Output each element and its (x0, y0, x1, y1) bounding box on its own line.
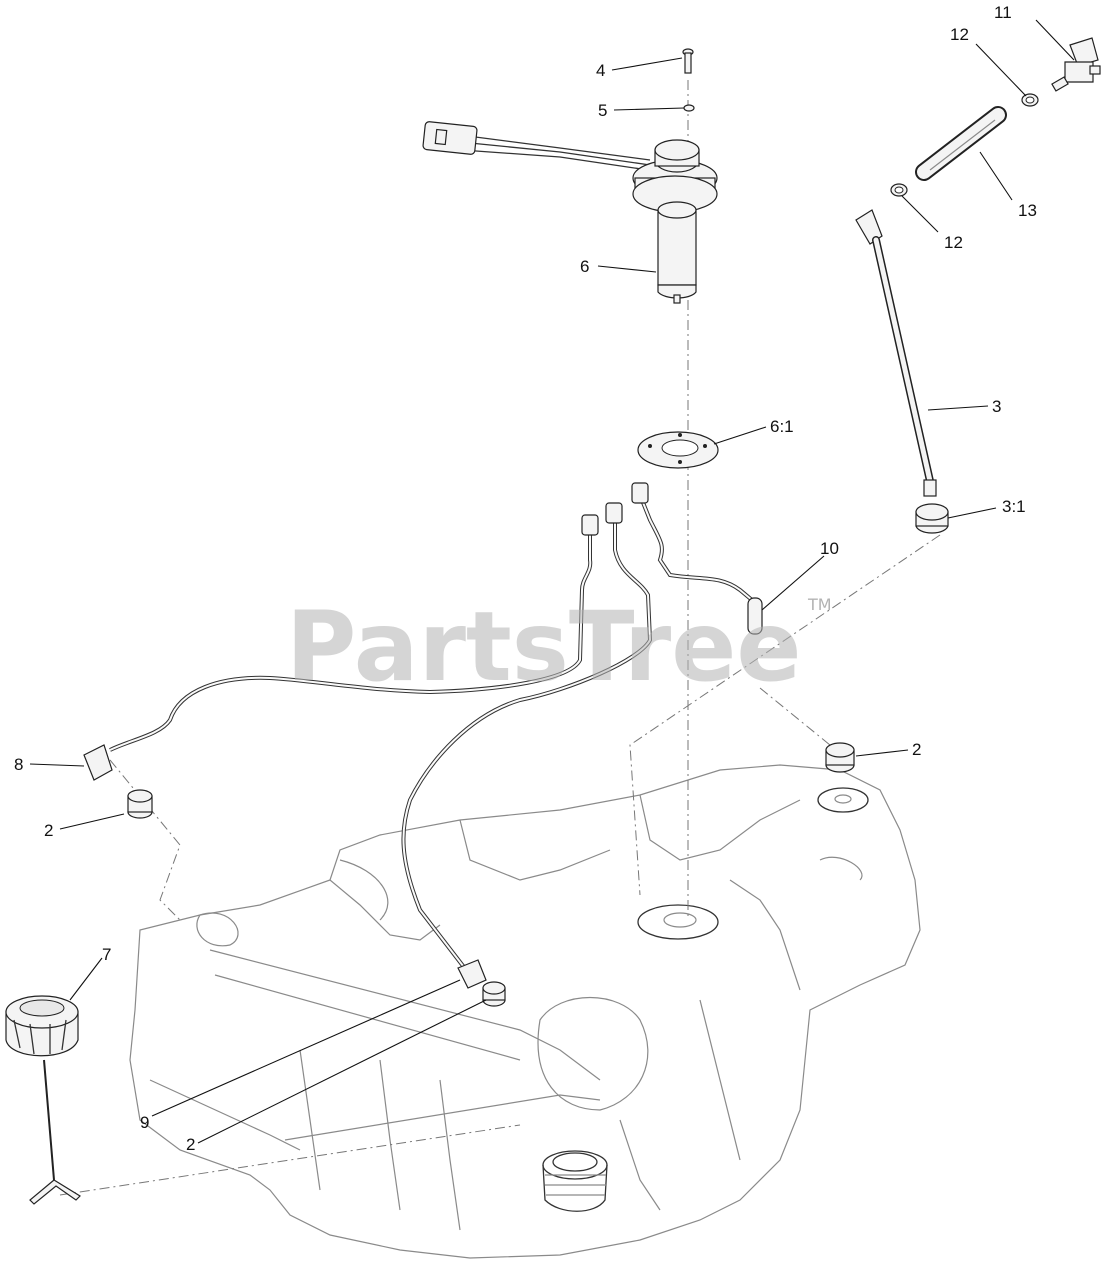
screw-part-4 (682, 48, 694, 74)
callout-6: 6 (580, 257, 589, 276)
callout-12-top: 12 (950, 25, 969, 44)
elbow-fitting-part-8 (83, 744, 113, 781)
callout-2-left: 2 (44, 821, 53, 840)
callout-3-1: 3:1 (1002, 497, 1026, 516)
gasket-part-6-1 (637, 431, 719, 469)
callout-labels: 4 5 6 6:1 11 12 12 13 3 3:1 10 2 8 2 7 9… (14, 3, 1037, 1154)
grommet-part-2-left (127, 789, 153, 819)
fitting-part-9 (457, 959, 487, 989)
hose-part-13 (915, 106, 1007, 181)
vent-line-part-10 (109, 482, 763, 977)
fuel-cap-part-7 (5, 995, 81, 1205)
valve-part-11 (1051, 37, 1101, 92)
callout-10: 10 (820, 539, 839, 558)
callout-2-right: 2 (912, 740, 921, 759)
callout-13: 13 (1018, 201, 1037, 220)
leader-lines (29, 19, 1075, 1144)
watermark-text: PartsTree (286, 591, 801, 703)
fuel-tank (129, 764, 921, 1259)
washer-part-5 (683, 104, 695, 112)
grommet-part-2-right (825, 742, 855, 773)
callout-12-bottom: 12 (944, 233, 963, 252)
grommet-part-2-center (482, 981, 506, 1007)
watermark-trademark: TM (807, 595, 832, 614)
pickup-tube-part-3 (855, 209, 937, 497)
callout-5: 5 (598, 101, 607, 120)
partstree-watermark: PartsTree TM (286, 591, 832, 703)
callout-7: 7 (102, 945, 111, 964)
callout-3: 3 (992, 397, 1001, 416)
callout-2-center: 2 (186, 1135, 195, 1154)
fuel-sender-part-6 (422, 121, 718, 304)
grommet-part-3-1 (915, 503, 949, 534)
callout-11: 11 (994, 3, 1012, 22)
clamp-part-12-bottom (890, 183, 908, 197)
clamp-part-12-top (1021, 93, 1039, 107)
callout-8: 8 (14, 755, 23, 774)
callout-9: 9 (140, 1113, 149, 1132)
callout-4: 4 (596, 61, 605, 80)
callout-6-1: 6:1 (770, 417, 794, 436)
